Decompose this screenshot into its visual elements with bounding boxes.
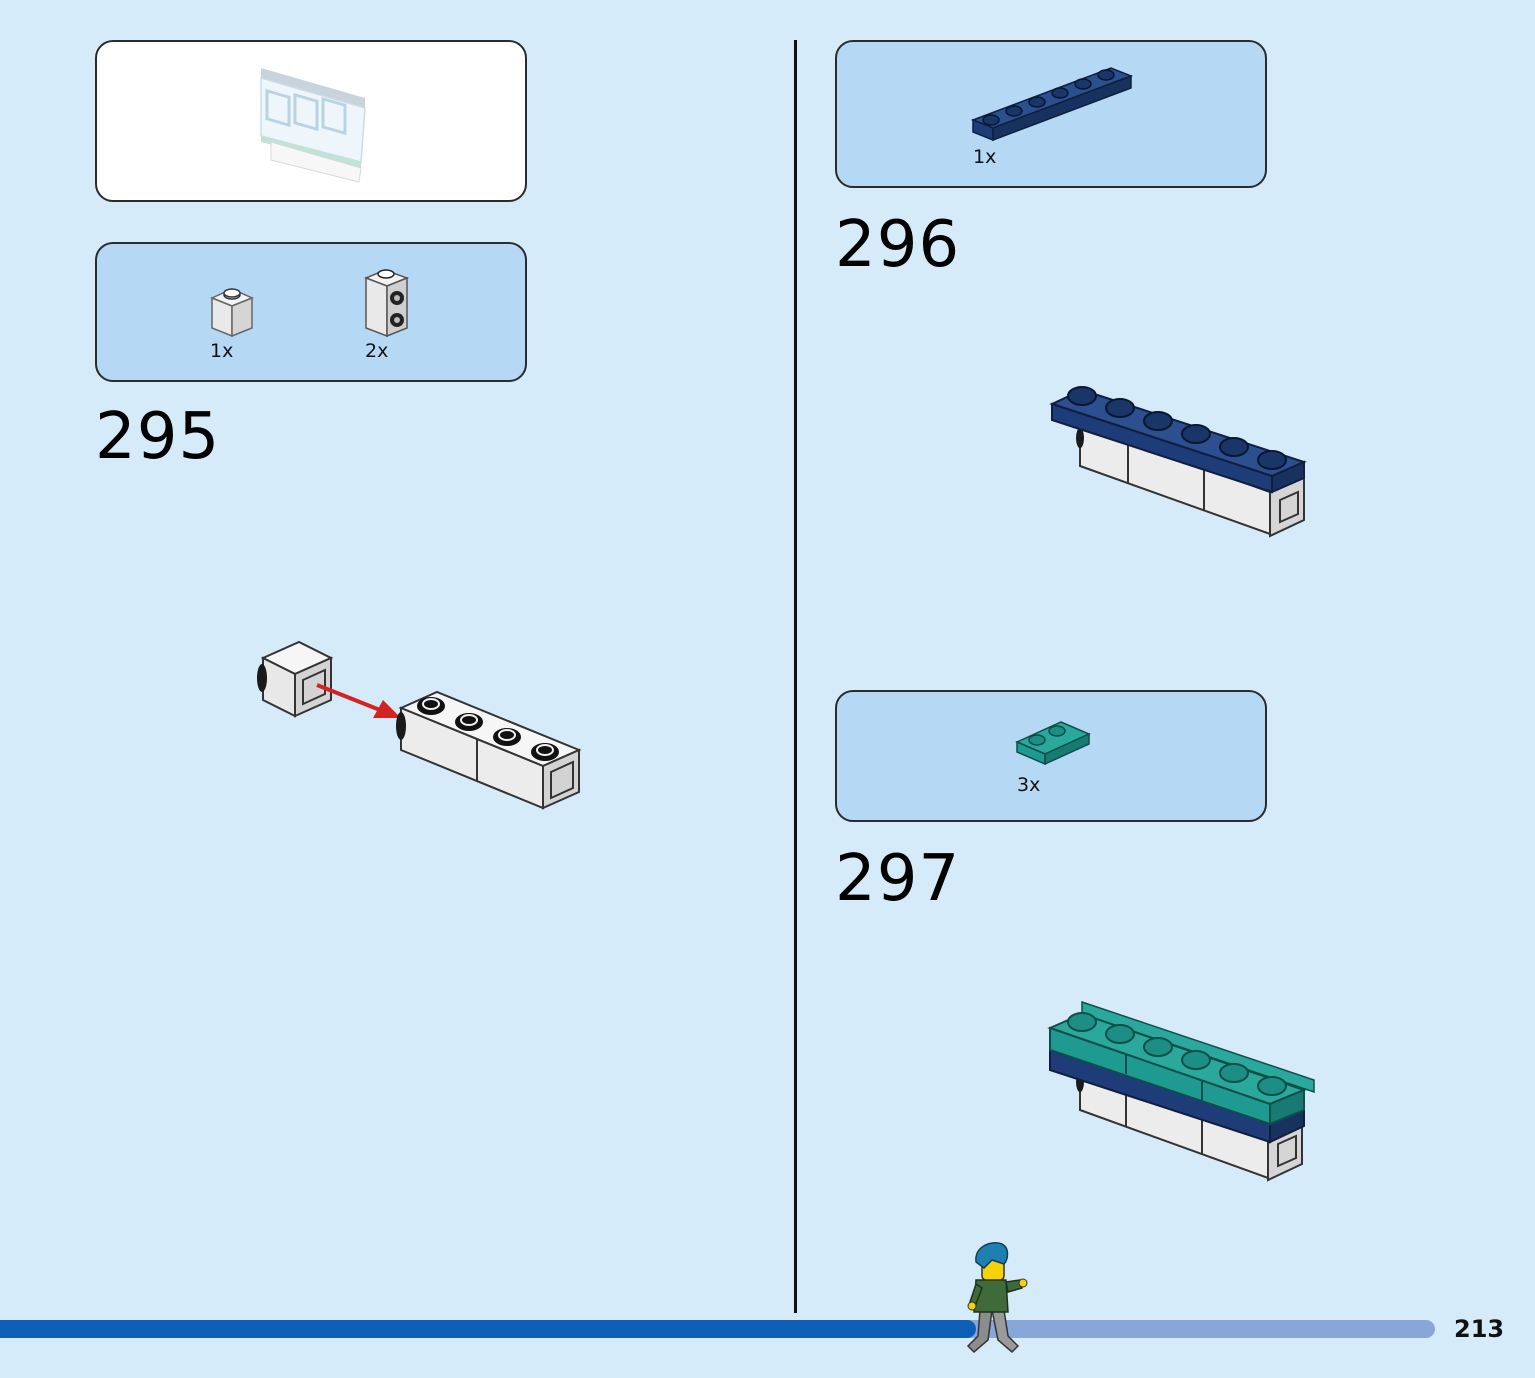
parts-list-297: 3x [835, 690, 1267, 822]
dark-blue-1x6-plate-icon [970, 67, 1134, 142]
step-number-296: 296 [835, 208, 961, 282]
part-qty: 2x [365, 340, 389, 362]
step-296-illustration [1049, 386, 1307, 538]
parts-list-296: 1x [835, 40, 1267, 188]
step-number-297: 297 [835, 842, 961, 916]
white-brick-with-side-studs-icon [363, 269, 410, 338]
progress-fill [0, 1320, 976, 1338]
column-divider [794, 40, 797, 1313]
part-qty: 3x [1017, 774, 1041, 796]
step-295-illustration [257, 640, 582, 810]
building-window-section-icon [260, 68, 366, 183]
part-qty: 1x [973, 146, 997, 168]
parts-list-295: 1x 2x [95, 242, 527, 382]
page-number: 213 [1454, 1315, 1505, 1343]
part-qty: 1x [210, 340, 234, 362]
step-number-295: 295 [95, 400, 221, 474]
submodel-preview-box [95, 40, 527, 202]
walking-minifigure-icon [966, 1242, 1028, 1354]
teal-1x2-plate-with-rail-icon [1015, 721, 1091, 766]
white-1x1-brick-icon [210, 288, 254, 338]
step-297-illustration [1047, 1000, 1315, 1182]
